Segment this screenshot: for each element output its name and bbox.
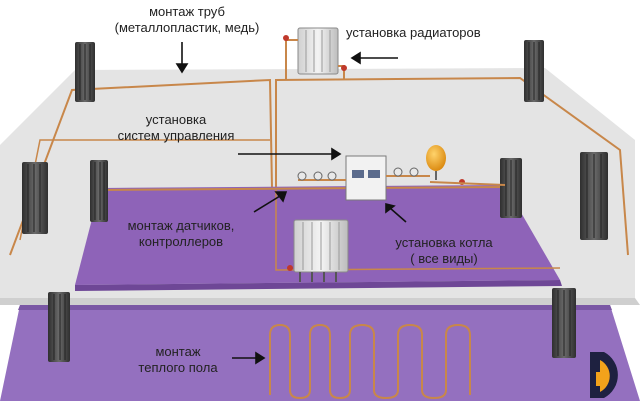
middle-room-pipe <box>99 186 506 191</box>
radiator-icon <box>580 152 608 240</box>
label-pipes: монтаж труб (металлопластик, медь) <box>114 4 260 35</box>
annotation-arrows <box>175 42 407 365</box>
radiator-icon <box>75 42 95 102</box>
upper-pipe-right <box>275 76 629 256</box>
controller-gauges <box>297 167 506 186</box>
middle-room-pipe-2 <box>275 190 561 271</box>
label-sensors: монтаж датчиков, контроллеров <box>127 218 235 249</box>
radiator-icon <box>48 292 70 362</box>
purple-floor-lower <box>0 305 640 401</box>
expansion-tank-icon <box>426 145 446 180</box>
label-radiators: установка радиаторов <box>346 25 481 40</box>
radiator-icon <box>22 162 48 234</box>
radiator-icon <box>287 219 349 282</box>
purple-floor-lower-shade <box>18 305 612 310</box>
radiator-icon <box>90 160 108 222</box>
brand-logo <box>590 352 618 398</box>
radiator-icon <box>552 288 576 358</box>
label-warm-floor: монтаж теплого пола <box>138 344 218 375</box>
purple-room-middle-edge <box>75 280 562 291</box>
label-boiler: установка котла ( все виды) <box>395 235 493 266</box>
upper-floor-base <box>0 298 640 305</box>
radiator-icon <box>500 158 522 218</box>
label-control-systems: установка систем управления <box>117 112 235 143</box>
radiator-icon <box>524 40 544 102</box>
warm-floor-pipe <box>269 323 471 400</box>
boiler-icon <box>345 155 430 201</box>
radiator-icon <box>283 27 347 80</box>
